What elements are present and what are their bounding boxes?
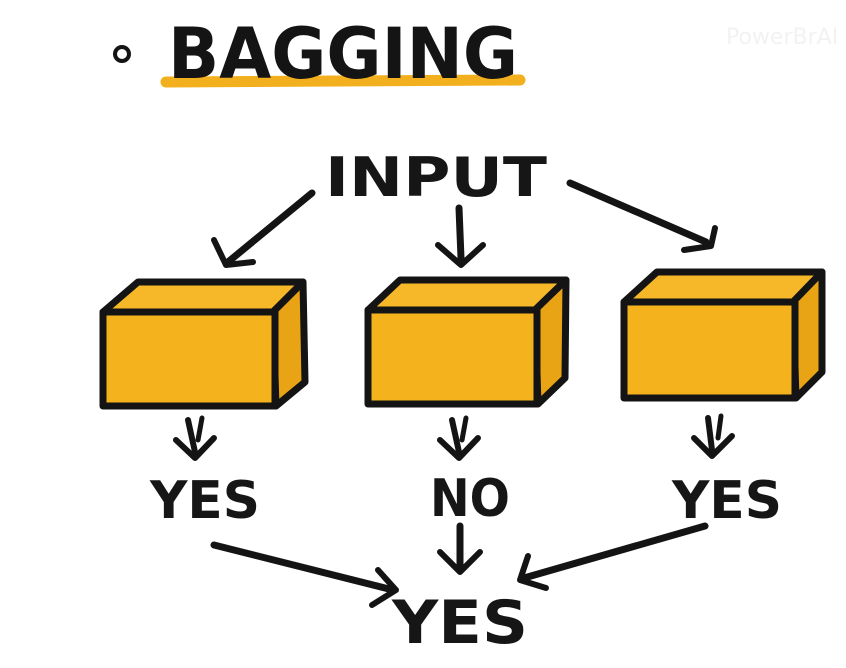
arrow-model-3-to-output bbox=[705, 415, 715, 453]
input-label: INPUT bbox=[325, 146, 547, 209]
model-box-2 bbox=[364, 276, 570, 408]
title-bullet-icon bbox=[113, 45, 131, 63]
arrow-head-icon bbox=[691, 433, 735, 459]
title-underline bbox=[160, 74, 526, 88]
title-text: BAGGING bbox=[168, 13, 518, 95]
model-3-output: YES bbox=[671, 471, 782, 531]
arrow-model-2-to-output bbox=[449, 417, 462, 455]
arrow-output-1-to-final bbox=[210, 541, 397, 594]
final-output: YES bbox=[391, 588, 528, 658]
arrow-head-icon bbox=[437, 435, 481, 461]
arrow-head-icon bbox=[437, 549, 483, 575]
arrow-head-icon bbox=[435, 242, 486, 268]
box-front-face bbox=[620, 298, 799, 402]
final-arrows bbox=[210, 522, 709, 608]
arrow-head-icon bbox=[211, 237, 256, 268]
arrow-head-icon bbox=[369, 567, 399, 608]
arrow-input-to-model-3 bbox=[566, 179, 710, 246]
arrow-stroke bbox=[459, 415, 469, 443]
model-2-output: NO bbox=[430, 469, 510, 529]
watermark-text: PowerBrAI bbox=[726, 25, 838, 50]
arrow-input-to-model-2 bbox=[455, 204, 465, 262]
model-box-3 bbox=[620, 268, 826, 402]
arrow-output-3-to-final bbox=[520, 522, 709, 582]
model-box-1 bbox=[99, 278, 309, 410]
box-front-face bbox=[364, 306, 541, 408]
model-output-arrows bbox=[173, 413, 735, 461]
arrow-head-icon bbox=[517, 553, 549, 591]
input-arrows bbox=[211, 179, 718, 268]
model-1-output: YES bbox=[149, 471, 260, 531]
arrow-model-1-to-output bbox=[185, 417, 198, 455]
box-top-face bbox=[620, 268, 826, 306]
arrow-stroke bbox=[195, 415, 205, 443]
arrow-stroke bbox=[715, 413, 724, 441]
box-front-face bbox=[99, 308, 279, 410]
arrow-head-icon bbox=[173, 435, 217, 461]
arrow-input-to-model-1 bbox=[224, 189, 316, 266]
arrow-head-icon bbox=[681, 225, 718, 253]
